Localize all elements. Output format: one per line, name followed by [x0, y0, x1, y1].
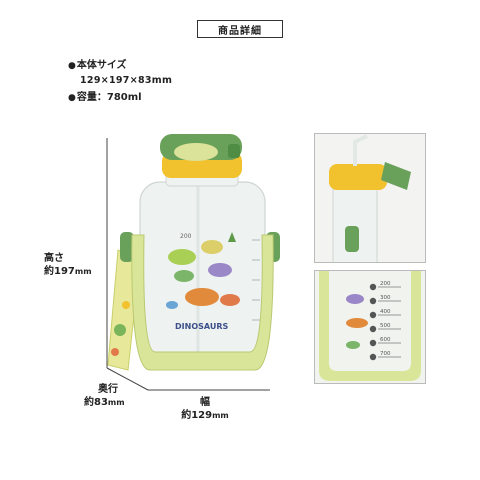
scale-label: 600: [380, 337, 391, 343]
bullet-icon: ●: [68, 93, 76, 103]
dinosaur-illustrations: [166, 232, 240, 309]
inset-scale-closeup: 200 300 400 500 600 700: [314, 270, 426, 384]
depth-dimension-label: 奥行 約83mm: [84, 384, 125, 408]
spec-size-label: ●本体サイズ: [68, 60, 127, 71]
brand-text: DINOSAURS: [175, 322, 228, 331]
scale-label: 400: [380, 309, 391, 315]
scale-label: 300: [380, 295, 391, 301]
lid-button: [174, 143, 218, 161]
bullet-icon: ●: [68, 61, 76, 71]
bottle-body: [139, 181, 266, 361]
inset-open-lid-image: [315, 134, 425, 262]
scale-label: 700: [380, 351, 391, 357]
scale-label: 200: [380, 281, 391, 287]
scale-top-label: 200: [180, 233, 192, 240]
section-title: 商品詳細: [197, 20, 283, 38]
left-clip: [120, 232, 134, 262]
spec-capacity: ●容量：780ml: [68, 92, 142, 103]
height-dimension-label: 高さ 約197mm: [44, 253, 92, 277]
inset-scale-image: 200 300 400 500 600 700: [315, 271, 425, 383]
bottle-holder: [131, 234, 274, 371]
inset-open-lid: [314, 133, 426, 263]
scale-label: 500: [380, 323, 391, 329]
spec-size-value: 129×197×83mm: [80, 75, 173, 86]
section-title-text: 商品詳細: [218, 25, 262, 37]
bottle-product-image: 200 DINOSAURS: [107, 134, 280, 371]
width-dimension-label: 幅 約129mm: [181, 397, 229, 421]
